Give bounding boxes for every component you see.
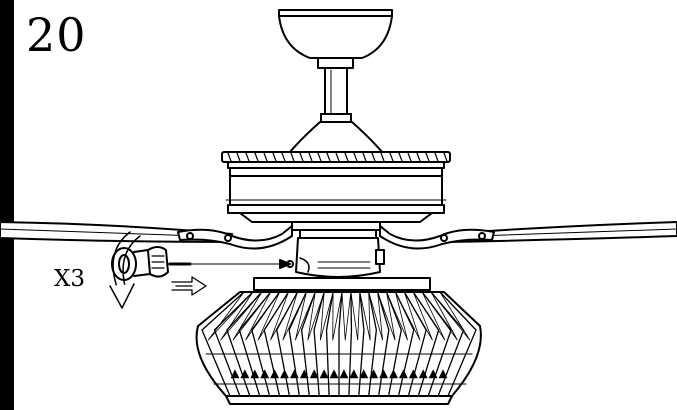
rotation-arrow <box>109 231 141 309</box>
shade-facet-mark <box>438 369 448 379</box>
switch-housing <box>295 229 385 278</box>
shade-rib <box>263 291 290 397</box>
shade-facet-mark <box>319 369 329 379</box>
shade-rib <box>300 291 316 397</box>
shade-facet-mark <box>349 369 359 379</box>
vent-slot <box>353 152 358 162</box>
shade-rib <box>439 291 477 397</box>
shade-facet <box>430 291 471 341</box>
shade-rib <box>288 291 308 397</box>
shade-facet-mark <box>418 369 428 379</box>
shade-facet <box>307 291 325 341</box>
shade-facet <box>319 291 334 341</box>
shade-rib <box>238 291 272 397</box>
page-edge-bar <box>0 0 14 410</box>
vent-slot <box>299 152 304 162</box>
shade-rib <box>313 291 325 397</box>
shade-facet <box>403 291 433 341</box>
shade-rib <box>338 291 343 397</box>
shade-facet-mark <box>339 369 349 379</box>
vent-slot <box>416 152 421 162</box>
shade-rib <box>348 291 353 397</box>
shade-facet-mark <box>389 369 398 379</box>
vent-slot <box>227 152 232 162</box>
shade-rib <box>226 291 263 397</box>
shade-facet <box>341 291 352 341</box>
shade-facet-mark <box>329 369 339 379</box>
vent-slot <box>326 152 331 162</box>
vent-slot <box>443 152 448 162</box>
vent-slot <box>380 152 385 162</box>
repeat-count-label: X3 <box>54 266 86 292</box>
vent-slot <box>236 152 241 162</box>
shade-facet <box>412 291 446 341</box>
shade-rib <box>213 291 254 397</box>
shade-facet-mark <box>369 369 378 379</box>
shade-facet-mark <box>428 369 438 379</box>
shade-facet-mark <box>409 369 418 379</box>
step-number: 20 <box>26 8 87 62</box>
shade-facet <box>332 291 343 341</box>
vent-slot <box>263 152 268 162</box>
shade-facet <box>359 291 371 341</box>
direction-arrow <box>171 276 207 296</box>
shade-rib <box>276 291 299 397</box>
vent-slot <box>407 152 412 162</box>
vent-slot <box>434 152 439 162</box>
vent-slot <box>335 152 340 162</box>
vent-slot <box>281 152 286 162</box>
shade-facet <box>207 291 254 341</box>
motor-housing <box>221 151 451 231</box>
shade-rib <box>358 291 365 397</box>
vent-slot <box>362 152 367 162</box>
vent-slot <box>308 152 313 162</box>
shade-facet <box>377 291 396 341</box>
vent-slot <box>425 152 430 162</box>
hand <box>111 246 169 281</box>
shade-facet-mark <box>399 369 408 379</box>
vent-slot <box>290 152 295 162</box>
vent-slot <box>245 152 250 162</box>
shade-facet-mark <box>359 369 369 379</box>
shade-facet <box>368 291 383 341</box>
vent-slot <box>389 152 394 162</box>
vent-slot <box>317 152 322 162</box>
shade-rib <box>201 291 245 397</box>
shade-facet-mark <box>309 369 319 379</box>
vent-slot <box>371 152 376 162</box>
shade-rib <box>251 291 281 397</box>
motor-coupling <box>289 113 383 153</box>
downrod <box>324 67 348 117</box>
shade-rib <box>325 291 334 397</box>
vent-slot <box>398 152 403 162</box>
shade-facet <box>395 291 421 341</box>
shade-facet <box>295 291 316 341</box>
blade-brackets <box>177 225 495 250</box>
lamp-shade <box>195 277 482 405</box>
shade-facet <box>421 291 458 341</box>
vent-slot <box>344 152 349 162</box>
ceiling-canopy <box>278 9 393 69</box>
shade-facet <box>220 291 263 341</box>
shade-facet-mark <box>230 369 240 379</box>
vent-slot <box>254 152 259 162</box>
shade-facet <box>350 291 361 341</box>
shade-facet-mark <box>280 369 289 379</box>
vent-slot <box>272 152 277 162</box>
shade-facet <box>386 291 408 341</box>
shade-facet-mark <box>379 369 388 379</box>
shade-rib <box>368 291 378 397</box>
